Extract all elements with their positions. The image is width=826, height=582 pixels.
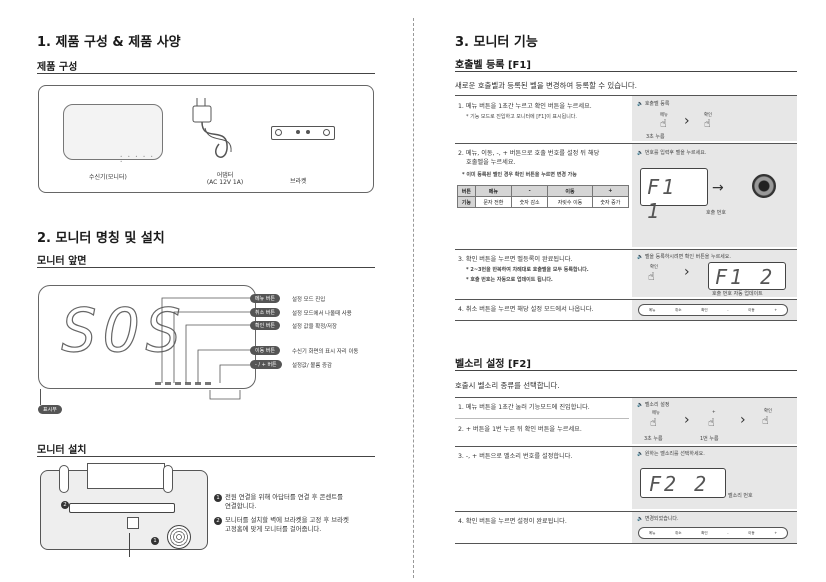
callout-cancel-desc: 설정 모드에서 나올때 사용 xyxy=(292,311,352,317)
lcd-f1-1: F1 1 xyxy=(640,168,708,223)
hand-icon: ☝ xyxy=(648,270,655,283)
f2-press-2: 1번 누름 xyxy=(700,436,719,442)
item-bracket-label: 브라켓 xyxy=(290,178,307,185)
callout-menu-desc: 설정 모드 진입 xyxy=(292,297,326,303)
callout-menu-tag: 메뉴 버튼 xyxy=(250,294,280,303)
f1-step2-note: * 이미 등록된 벨인 경우 확인 버튼을 누르면 변경 가능 xyxy=(462,172,577,178)
f2-step2: 2. + 버튼을 1번 누른 뒤 확인 버튼을 누르세요. xyxy=(458,426,582,433)
arrow-icon: › xyxy=(740,412,746,428)
components-subtitle: 제품 구성 xyxy=(37,62,78,73)
f2-title: 벨소리 설정 [F2] xyxy=(455,359,531,370)
f1-step1-side: 🔈 호출벨 등록 xyxy=(637,101,670,107)
install-mark-1: 1 xyxy=(151,527,162,546)
section3-title: 3. 모니터 기능 xyxy=(455,35,538,50)
monitor-image: • • • • • • xyxy=(63,104,163,164)
speaker-icon: 🔈 xyxy=(637,254,644,260)
arrow-icon: › xyxy=(684,113,690,129)
callout-plusminus-desc: 설정값/ 볼륨 증감 xyxy=(292,363,332,369)
speaker-icon: 🔈 xyxy=(637,402,644,408)
rule xyxy=(455,370,797,371)
doorbell-icon xyxy=(752,174,776,198)
callout-plusminus-tag: - / + 버튼 xyxy=(250,360,282,369)
f2-step3-side: 🔈 원하는 벨소리를 선택하세요. xyxy=(637,451,705,457)
hand-icon: ☝ xyxy=(650,416,657,429)
arrow-icon: › xyxy=(684,264,690,280)
hand-icon: ☝ xyxy=(708,416,715,429)
f2-label-menu: 메뉴 xyxy=(652,411,660,416)
install-subtitle: 모니터 설치 xyxy=(37,445,87,456)
f2-step1-side: 🔈 벨소리 설정 xyxy=(637,402,670,408)
f2-intro: 호출시 벨소리 종류를 선택합니다. xyxy=(455,381,560,390)
lcd-f2: F2 2 xyxy=(640,468,726,498)
f1-lcd2-label: 호출 번호 자동 업데이트 xyxy=(712,291,763,297)
callout-move-desc: 수신기 화면의 표시 자리 이동 xyxy=(292,349,359,355)
f2-label-plus: + xyxy=(712,410,716,415)
adapter-image xyxy=(192,98,232,158)
callout-confirm-tag: 확인 버튼 xyxy=(250,321,280,330)
rule xyxy=(455,71,797,72)
section1-title: 1. 제품 구성 & 제품 사양 xyxy=(37,35,181,50)
f1-step2-side: 🔈 번호를 입력후 벨을 누르세요. xyxy=(637,150,707,156)
hand-icon: ☝ xyxy=(762,414,769,427)
speaker-icon: 🔈 xyxy=(637,451,644,457)
front-buttons xyxy=(155,382,211,385)
f2-step3: 3. -, + 버튼으로 벨소리 번호를 설정합니다. xyxy=(458,453,573,460)
page-divider xyxy=(413,18,414,578)
f1-step3: 3. 확인 버튼을 누르면 벨등록이 완료됩니다. xyxy=(458,256,573,263)
rule xyxy=(37,456,375,457)
f1-step3-note1: * 2~3번을 반복하여 차례대로 호출벨을 모두 등록합니다. xyxy=(466,267,589,273)
install-mark-2: 2 xyxy=(61,491,72,510)
callout-lines xyxy=(161,297,250,400)
f2-label-confirm: 확인 xyxy=(764,409,772,414)
f1-title: 호출벨 등록 [F1] xyxy=(455,60,531,71)
f1-step1-press: 3초 누름 xyxy=(646,134,665,140)
arrow-icon: → xyxy=(712,180,724,196)
f1-step3-side: 🔈 벨을 등록하시려면 확인 버튼을 누르세요. xyxy=(637,254,731,260)
rule xyxy=(37,73,375,74)
callout-cancel-tag: 취소 버튼 xyxy=(250,308,280,317)
f2-step4: 4. 확인 버튼을 누르면 설정이 완료됩니다. xyxy=(458,518,567,525)
f2-lcd-label: 벨소리 번호 xyxy=(728,493,753,499)
f1-step3-note2: * 호출 번호는 자동으로 업데이트 됩니다. xyxy=(466,277,553,283)
item-monitor-label: 수신기(모니터) xyxy=(89,174,127,181)
f2-step4-side: 🔈 변경되었습니다. xyxy=(637,516,679,522)
install-illustration: 2 1 xyxy=(40,463,208,557)
speaker-icon: 🔈 xyxy=(637,150,644,156)
f1-lcd1-label: 호출 번호 xyxy=(706,210,726,216)
f1-step3-label-confirm: 확인 xyxy=(650,265,658,270)
lcd-f1-2: F1 2 xyxy=(708,262,786,290)
f2-step1: 1. 메뉴 버튼을 1초간 눌러 기능모드에 진입합니다. xyxy=(458,404,590,411)
section2-title: 2. 모니터 명칭 및 설치 xyxy=(37,231,165,246)
arrow-icon: › xyxy=(684,412,690,428)
f1-intro: 새로운 호출벨과 등록된 벨을 변경하여 등록할 수 있습니다. xyxy=(455,81,637,90)
f1-step1-label-confirm: 확인 xyxy=(704,113,712,118)
item-adapter-label: 어댑터(AC 12V 1A) xyxy=(206,172,244,186)
f1-step1: 1. 메뉴 버튼을 1초간 누르고 확인 버튼을 누르세요. xyxy=(458,103,592,110)
f1-step4: 4. 취소 버튼을 누르면 해당 설정 모드에서 나옵니다. xyxy=(458,306,594,313)
hand-icon: ☝ xyxy=(704,117,711,130)
f1-step1-note: * 기능 모드로 진입하고 모니터에 [F1]이 표시됩니다. xyxy=(466,114,577,120)
f2-press-1: 3초 누름 xyxy=(644,436,663,442)
bracket-image xyxy=(271,126,335,140)
display-tag: 표시부 xyxy=(38,405,62,414)
callout-confirm-desc: 설정 값을 확정/저장 xyxy=(292,324,337,330)
components-box: • • • • • • 수신기(모니터) 어댑터(AC 12V 1A) 브라켓 xyxy=(38,85,374,193)
speaker-icon: 🔈 xyxy=(637,101,644,107)
f1-step1-label-menu: 메뉴 xyxy=(660,113,668,118)
front-subtitle: 모니터 앞면 xyxy=(37,256,87,267)
rule xyxy=(37,267,375,268)
speaker-icon: 🔈 xyxy=(637,516,644,522)
hand-icon: ☝ xyxy=(660,117,667,130)
callout-move-tag: 이동 버튼 xyxy=(250,346,280,355)
